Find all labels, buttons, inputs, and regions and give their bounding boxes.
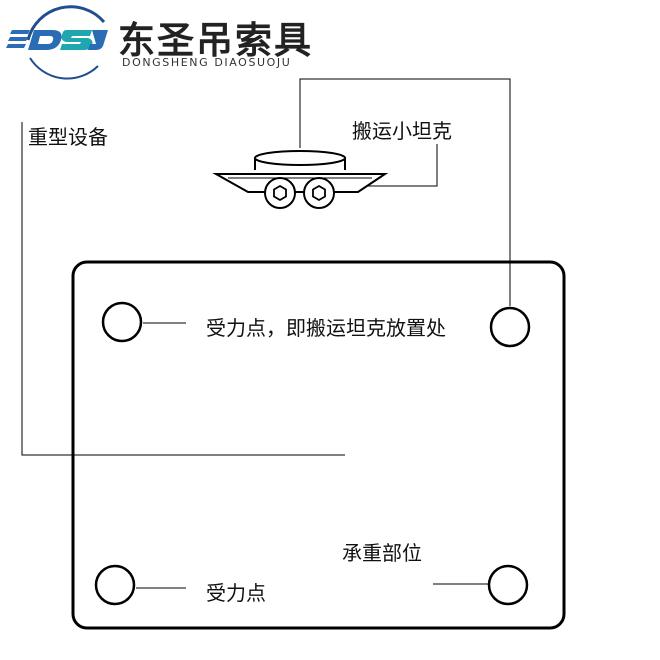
leader-line-tank-to-force-point bbox=[299, 78, 511, 306]
company-name-en: DONGSHENG DIAOSUOJU bbox=[122, 56, 292, 69]
leader-line-tank-label bbox=[365, 144, 438, 187]
logo-swoosh-arc bbox=[26, 5, 106, 41]
tank-wheel-left-hub bbox=[273, 184, 287, 202]
label-transport-tank: 搬运小坦克 bbox=[352, 119, 452, 143]
tank-cylinder-top bbox=[254, 150, 346, 166]
logo-swoosh-arc-lower bbox=[29, 57, 99, 80]
tank-wheel-right bbox=[303, 177, 335, 209]
logo-speed-lines bbox=[6, 30, 30, 48]
force-point-circle-top-left bbox=[101, 301, 143, 343]
transport-tank-drawing bbox=[212, 150, 389, 209]
equipment-plate-outline bbox=[71, 260, 566, 630]
tank-wheel-right-hub bbox=[312, 184, 326, 202]
tank-body bbox=[212, 173, 389, 193]
logo-s-letter bbox=[60, 30, 93, 50]
leader-line-heavy-equipment bbox=[21, 122, 345, 456]
logo-d-letter bbox=[28, 30, 62, 50]
force-point-circle-bottom-left bbox=[94, 564, 136, 606]
label-force-point: 受力点 bbox=[206, 581, 266, 605]
force-point-circle-bottom-right bbox=[487, 564, 529, 606]
force-point-circle-top-right bbox=[489, 306, 531, 348]
label-force-point-placement: 受力点，即搬运坦克放置处 bbox=[206, 316, 446, 340]
tank-wheel-left bbox=[264, 177, 296, 209]
label-heavy-equipment: 重型设备 bbox=[28, 125, 108, 149]
logo-j-letter bbox=[88, 30, 108, 50]
company-logo-mark bbox=[6, 5, 108, 80]
company-name-cn: 东圣吊索具 bbox=[118, 18, 313, 62]
label-bearing-part: 承重部位 bbox=[342, 541, 422, 565]
